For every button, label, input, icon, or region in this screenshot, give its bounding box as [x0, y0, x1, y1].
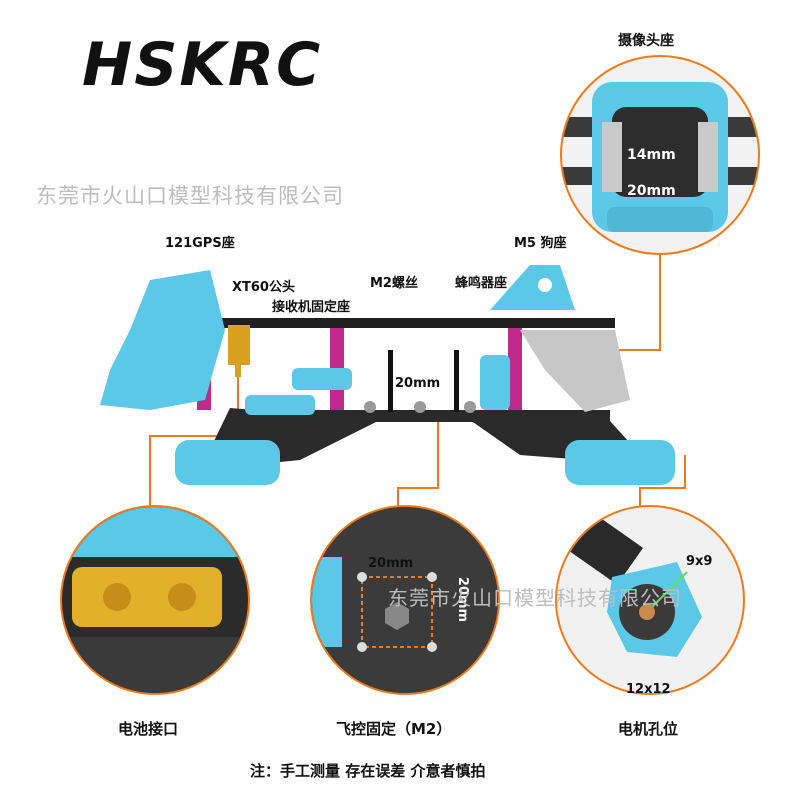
camera-width-20: 20mm [627, 183, 676, 199]
label-gps-mount: 121GPS座 [165, 236, 235, 251]
brand-logo: HSKRC [82, 30, 323, 100]
label-buzzer-mount: 蜂鸣器座 [455, 276, 508, 291]
label-xt60: XT60公头 [232, 280, 295, 295]
camera-mount-photo [562, 82, 758, 232]
label-m5-mount: M5 狗座 [514, 236, 567, 251]
label-m2-screw: M2螺丝 [370, 276, 418, 291]
fc-mount-detail [310, 505, 500, 695]
motor-holes-photo [568, 513, 702, 657]
footnote: 注：手工测量 存在误差 介意者慎拍 [250, 762, 486, 780]
label-spacing-20mm: 20mm [395, 376, 441, 391]
caption-fc-mount: 飞控固定（M2） [336, 720, 452, 738]
label-receiver-mount: 接收机固定座 [272, 300, 351, 315]
caption-motor-holes: 电机孔位 [618, 720, 679, 738]
motor-hole-12x12: 12x12 [626, 682, 671, 697]
battery-connector-photo [62, 507, 248, 693]
caption-battery-connector: 电池接口 [118, 720, 179, 738]
fc-dim-x: 20mm [368, 556, 414, 571]
camera-mount-caption: 摄像头座 [618, 33, 674, 49]
motor-hole-9x9: 9x9 [686, 554, 713, 569]
camera-width-14: 14mm [627, 147, 676, 163]
motor-holes-detail [555, 505, 745, 695]
watermark-top: 东莞市火山口模型科技有限公司 [36, 184, 344, 208]
battery-connector-detail [60, 505, 250, 695]
watermark-bottom: 东莞市火山口模型科技有限公司 [388, 586, 682, 610]
camera-mount-detail [560, 55, 760, 255]
fc-mount-photo [312, 507, 498, 693]
